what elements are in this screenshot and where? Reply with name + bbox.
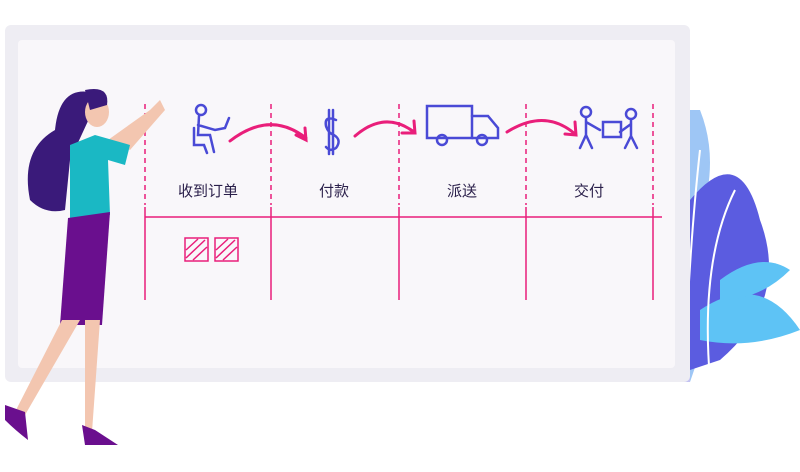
process-board bbox=[18, 40, 675, 368]
delivery-handover-icon bbox=[578, 105, 639, 150]
swimlane-grid bbox=[144, 207, 662, 300]
flow-arrows bbox=[228, 119, 578, 143]
dollar-icon bbox=[324, 108, 340, 156]
stage-label-order-received: 收到订单 bbox=[177, 182, 238, 200]
woman-illustration bbox=[5, 89, 165, 445]
truck-icon bbox=[425, 104, 500, 147]
person-at-laptop-icon bbox=[192, 103, 231, 155]
stage-label-delivery: 交付 bbox=[573, 182, 604, 200]
stage-label-payment: 付款 bbox=[318, 182, 349, 200]
order-card-icons bbox=[184, 237, 239, 262]
stage-label-dispatch: 派送 bbox=[446, 182, 477, 200]
column-dividers bbox=[144, 104, 654, 205]
